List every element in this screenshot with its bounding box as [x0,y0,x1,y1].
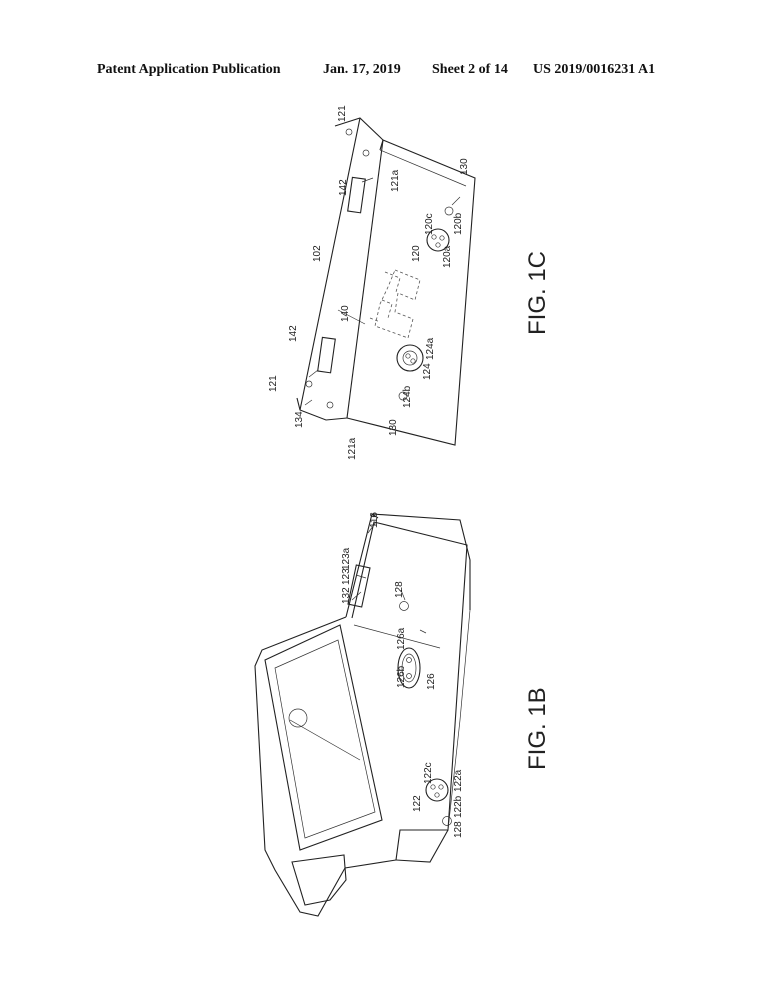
screw-128-top [399,601,409,611]
connector-pin-120a [435,242,441,248]
fig-1b-label: FIG. 1B [524,687,551,770]
fig-1c-refs: 121 121a 130 142 120c 120b 120 120a 102 … [268,105,551,460]
ref-124b: 124b [402,385,413,408]
box-front-face [346,139,476,446]
publication-label: Patent Application Publication [97,62,281,77]
fig-1b-drawing [254,513,471,917]
outlet-housing-123 [347,564,371,608]
sheet-number: Sheet 2 of 14 [432,62,508,77]
connector-122 [425,778,449,802]
handle-142-upper [347,176,366,214]
outlet-slot-123a [355,574,367,579]
connector-pin-126b [406,673,412,679]
bed-lower-edge [395,829,449,863]
mounting-hole [362,149,370,157]
box-top-left-edge [299,117,361,411]
ref-102: 102 [312,245,323,262]
ref-126a: 126a [396,627,407,650]
ref-124a: 124a [425,337,436,360]
ref-121-bottom: 121 [268,375,279,392]
screw-130 [444,206,454,216]
ref-128-bottom: 128 [453,821,464,838]
side-window [291,854,347,906]
small-mark [419,629,427,634]
connector-124-inner [402,350,418,366]
ref-124: 124 [422,363,433,380]
ref-142-bottom: 142 [288,325,299,342]
ref-121a-bottom: 121a [347,437,358,460]
ref-128-top: 128 [394,581,405,598]
flange-121-bottom [296,397,348,421]
ref-120a: 120a [442,245,453,268]
ref-142-top: 142 [338,179,349,196]
mounting-hole [345,128,353,136]
ref-120c: 120c [424,213,435,235]
ref-121a-top: 121a [390,169,401,192]
publication-number: US 2019/0016231 A1 [533,62,656,77]
connector-pin-122a [438,784,444,790]
connector-126-inner [401,653,417,683]
connector-pin-124b [410,358,416,364]
publication-date: Jan. 17, 2019 [323,62,401,77]
bed-side-crease [353,624,441,649]
ref-122: 122 [412,795,423,812]
screw-130 [398,391,408,401]
ref-130-bottom: 130 [388,419,399,436]
ref-121-top: 121 [337,105,348,122]
connector-pin-124a [405,353,411,359]
mounting-hole [305,380,313,388]
ref-120: 120 [411,245,422,262]
ref-140: 140 [340,305,351,322]
bed-upper-outline [371,513,471,610]
ref-134: 134 [294,411,305,428]
headrest [288,708,308,728]
ref-120b: 120b [453,212,464,235]
connector-pin-120b [439,235,445,241]
connector-pin-120c [431,234,437,240]
handle-142-lower [317,336,336,374]
connector-120 [426,228,450,252]
connector-pin-122b [434,792,440,798]
ref-130-top: 130 [459,158,470,175]
mounting-hole-134 [326,401,334,409]
ref-122c: 122c [423,762,434,784]
internal-circuit-traces [369,271,401,323]
bed-side-panel [351,521,468,861]
internal-circuit-140 [374,269,421,339]
window-reflection [289,719,361,761]
connector-pin-126a [406,657,412,663]
ref-126b: 126b [396,665,407,688]
ref-132: 132 [341,587,352,604]
fender-line [447,609,471,831]
fig-1c-label: FIG. 1C [524,251,551,335]
ref-123a: 123a [341,547,352,570]
ref-122b: 122b [453,795,464,818]
ref-123: 123 [341,568,352,585]
box-top-right-edge [346,139,384,419]
cab-outline [254,616,397,917]
rear-window-inner [274,639,376,839]
ref-126: 126 [426,673,437,690]
connector-pin-122c [430,784,436,790]
connector-124 [396,344,424,372]
fig-1b-refs: 116 132 123 123a 128 126a 126b 126 122 1… [341,512,551,838]
leader-lines-1c [304,177,461,406]
screw-128-bottom [442,816,452,826]
rear-window [264,624,383,851]
ref-122a: 122a [453,769,464,792]
leader-lines-1b [351,521,406,601]
ref-116: 116 [369,512,380,528]
box-inner-edge [379,149,467,187]
fig-1c-drawing [296,117,476,446]
flange-121-top [334,117,384,151]
connector-126 [397,647,421,689]
